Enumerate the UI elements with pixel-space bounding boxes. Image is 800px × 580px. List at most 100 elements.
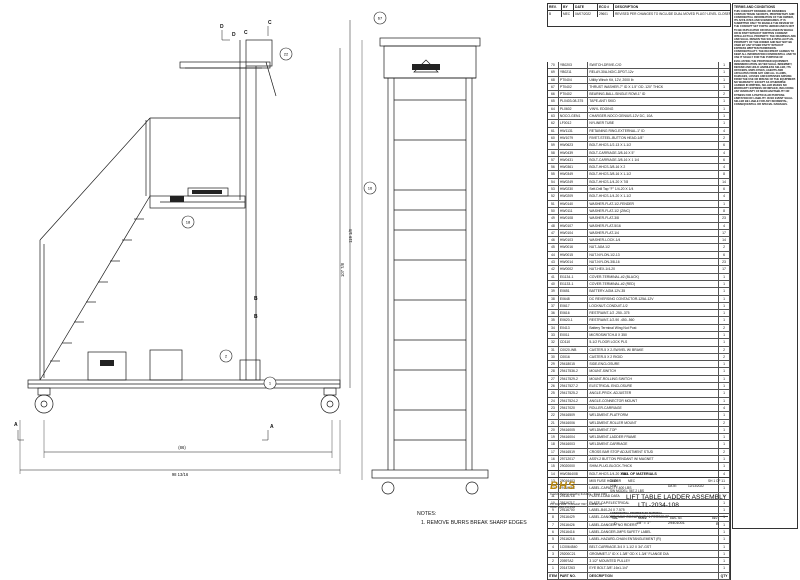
bom-cell-qty: 1 [719, 280, 730, 288]
bom-cell-qty: 1 [719, 200, 730, 207]
note-item: 1. REMOVE BURRS BREAK SHARP EDGES [421, 520, 527, 526]
bom-cell-qty: 1 [719, 98, 730, 105]
bom-cell-item: 4 [548, 543, 559, 550]
bom-cell-qty: 1 [719, 317, 730, 324]
bom-cell-description: CHARGER-NOCO GENIUS-12V DC, 10A [588, 113, 720, 120]
company-contact: P.O. BOX 2668 · 3700 EAST HWY · JASPER, … [550, 503, 603, 509]
bom-cell-description: DC REVERSING CONTACTOR-125A-12V [588, 295, 720, 302]
bom-cell-qty: 8 [719, 207, 730, 215]
bom-cell-qty: 1 [719, 361, 730, 368]
bom-cell-part-no: 29417536-2 [559, 368, 589, 375]
bom-cell-item: 21 [548, 419, 559, 426]
bom-cell-part-no: 29116429 [559, 514, 589, 521]
bom-cell-qty: 2 [719, 419, 730, 426]
bom-cell-item: 66 [548, 91, 559, 98]
bom-cell-item: 9 [548, 507, 559, 514]
bom-cell-qty: 4 [719, 127, 730, 134]
bom-cell-qty: 4 [719, 404, 730, 412]
size-label: SIZE [612, 517, 618, 520]
bom-cell-part-no: 29417527-2 [559, 383, 589, 390]
bom-cell-part-no: E0413 [559, 324, 589, 331]
bom-cell-part-no: HW0230 [559, 186, 589, 193]
bom-cell-qty: 1 [719, 339, 730, 346]
bom-cell-description: ROLLER-CARRIAGE [588, 404, 720, 412]
bom-cell-part-no: 29116717 [559, 499, 589, 507]
balloon-67 [373, 11, 387, 25]
bom-cell-description: LABEL-DANGER-"MAX OCCUPANCY 1 PERSONS" [588, 514, 720, 521]
bom-cell-part-no: 1C0064540 [559, 543, 589, 550]
bom-cell-item: 58 [548, 149, 559, 156]
bom-cell-item: 46 [548, 237, 559, 244]
bom-cell-item: 70 [548, 62, 559, 69]
balloon-1-label: 1 [269, 381, 272, 386]
company-logo: BHS Custom Material Handling Solutions -… [550, 480, 608, 500]
bom-cell-item: 39 [548, 288, 559, 295]
bom-cell-part-no: YB0203 [559, 62, 589, 69]
bom-cell-part-no: HW0364/08 [559, 470, 589, 477]
bom-cell-qty: 2 [719, 346, 730, 353]
bom-cell-item: 59 [548, 142, 559, 149]
bom-cell-qty: 17 [719, 229, 730, 237]
company-tagline: Custom Material Handling Solutions - Sin… [550, 493, 607, 496]
dim-height-overall: 119 1/8 [348, 229, 353, 243]
bom-cell-part-no: 20147263 [559, 565, 589, 572]
bom-cell-part-no: 29416006 [559, 419, 589, 426]
bom-cell-description: GROMMET-1" ID X 1-3/8" OD X 1-3/4" FLANG… [588, 550, 720, 558]
bom-cell-description: WELDMENT-CARRIAGE [588, 441, 720, 448]
bom-cell-qty: 4 [719, 222, 730, 229]
bom-cell-item: 48 [548, 222, 559, 229]
bom-cell-item: 26 [548, 383, 559, 390]
bom-cell-part-no: 29416509 [559, 412, 589, 419]
rev-header-rev: REV. [548, 4, 562, 10]
section-label-a-left: A [14, 422, 18, 428]
bom-cell-part-no: 29416005 [559, 426, 589, 434]
bom-cell-description: WELDMENT-TOP [588, 426, 720, 434]
bom-cell-qty: 1 [719, 113, 730, 120]
bom-cell-description: SWITCH-DRIVE-C/O [588, 62, 720, 69]
bom-cell-description: CASTER-5 X 2-SWIVEL W/ BRAKE [588, 346, 720, 353]
bom-cell-qty: 1 [719, 295, 730, 302]
balloon-2-label: 2 [225, 354, 228, 359]
company-name: BHS [550, 480, 577, 492]
bom-cell-description: BOLT-HHCS-1/4-20 X 7/8 [588, 178, 720, 186]
bom-cell-item: 27 [548, 375, 559, 383]
bom-cell-qty: 4 [719, 164, 730, 171]
revision-block: REV. BY DATE ECO # DESCRIPTION B MEC 04/… [547, 3, 731, 27]
rev-header-date: DATE [574, 4, 598, 10]
rev-header-description: DESCRIPTION [615, 5, 639, 9]
bom-header-item: ITEM [548, 572, 559, 580]
balloon-22 [279, 47, 293, 61]
bom-cell-item: 32 [548, 339, 559, 346]
bom-cell-item: 22 [548, 412, 559, 419]
bom-cell-qty: 8 [719, 171, 730, 178]
terms-title: TERMS AND CONDITIONS [734, 5, 776, 9]
bom-cell-part-no: 29116216 [559, 536, 589, 543]
bom-cell-part-no: 29116718 [559, 492, 589, 499]
confidential-label: CONFIDENTIAL PROPRIETARY MATERIAL [610, 512, 663, 515]
bom-cell-description: BOLT-HHCS-1/2-13 X 1-1/2 [588, 142, 720, 149]
rev-label: REV. [712, 517, 718, 520]
bom-cell-item: 56 [548, 164, 559, 171]
bom-cell-description: WASHER-FLAT-1/4 [588, 229, 720, 237]
bom-cell-item: 49 [548, 215, 559, 222]
bom-cell-part-no: 29417020 [559, 404, 589, 412]
bom-cell-item: 1 [548, 565, 559, 572]
